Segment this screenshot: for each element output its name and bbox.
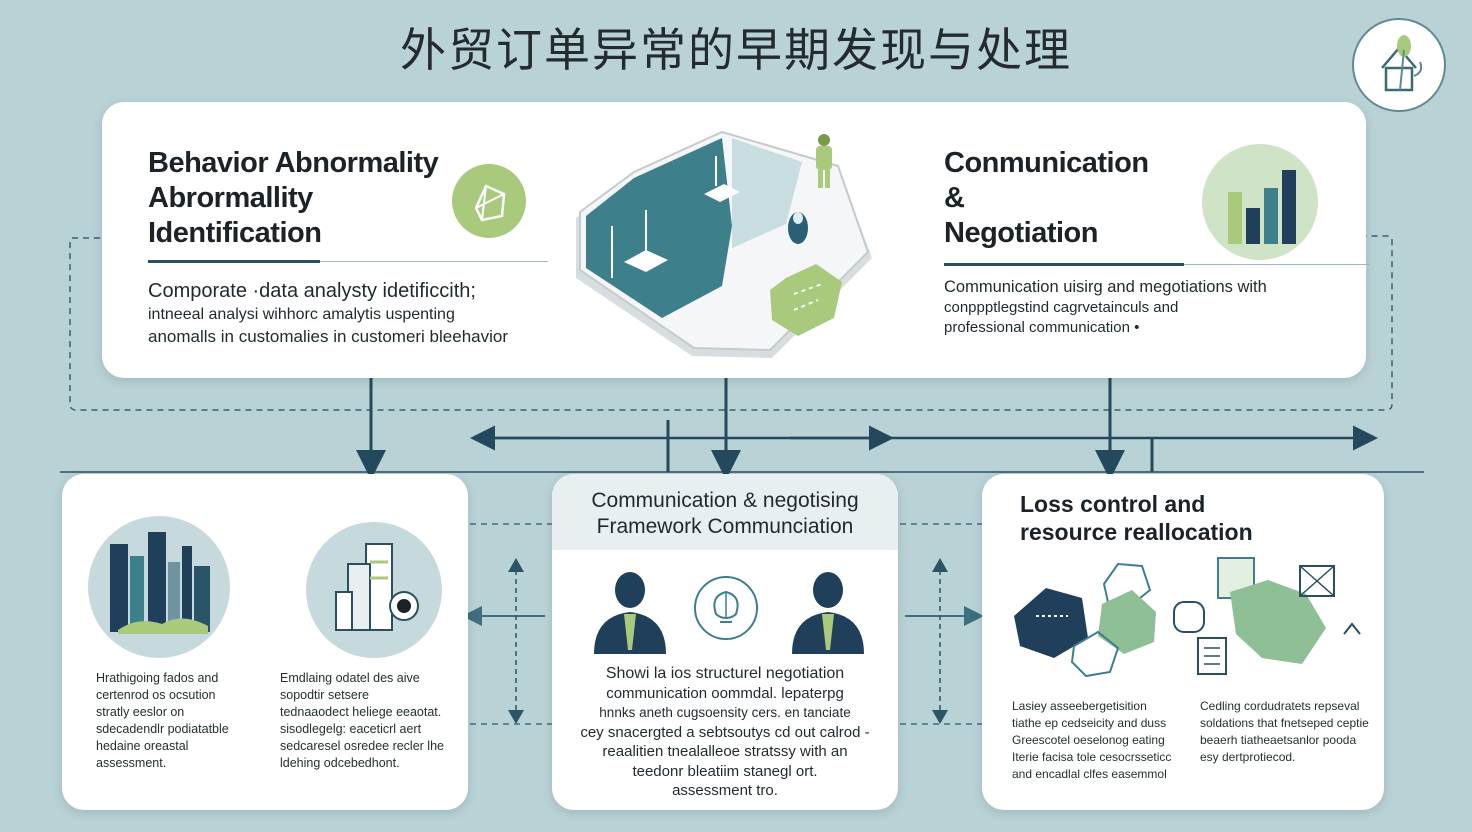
logo-emblem bbox=[1352, 18, 1446, 112]
bottom-center-card: Communication & negotising Framework Com… bbox=[552, 474, 898, 810]
person-icon-right bbox=[788, 570, 868, 654]
divider-thin bbox=[320, 261, 548, 262]
brain-idea-icon bbox=[694, 576, 758, 640]
framework-body: Showi la ios structurel negotiation comm… bbox=[580, 665, 870, 799]
communication-negotiation-heading: Conmunication & Negotiation bbox=[944, 147, 1149, 249]
card-header-band bbox=[552, 474, 898, 550]
divider bbox=[148, 260, 320, 263]
left-col1-text: Hrathigoing fados and certenrod os ocsut… bbox=[96, 671, 229, 770]
person-icon-left bbox=[590, 570, 670, 654]
framework-heading: Communication & negotising Framework Com… bbox=[591, 489, 859, 538]
isometric-platform-illustration bbox=[572, 128, 884, 378]
city-chart-icon bbox=[88, 516, 230, 658]
behavior-abnormality-heading: Behavior Abnormality Abrormallity Identi… bbox=[148, 147, 439, 249]
bottom-left-card: Hrathigoing fados and certenrod os ocsut… bbox=[62, 474, 468, 810]
divider bbox=[944, 263, 1184, 266]
communication-negotiation-body: Communication uisirg and megotiations wi… bbox=[944, 278, 1267, 336]
right-col2-text: Cedling cordudratets repseval soldations… bbox=[1200, 699, 1369, 764]
documents-device-icon bbox=[306, 522, 442, 658]
bar-chart-icon bbox=[1202, 144, 1318, 260]
resource-network-illustration bbox=[1006, 554, 1378, 684]
page-title: 外贸订单异常的早期发现与处理 bbox=[400, 23, 1072, 77]
divider-thin bbox=[1184, 264, 1370, 265]
analysis-circle-icon bbox=[452, 164, 526, 238]
right-col1-text: Lasiey asseebergetisition tiathe ep ceds… bbox=[1012, 699, 1172, 781]
left-col2-text: Emdlaing odatel des aive sopodtir setser… bbox=[280, 671, 444, 770]
top-card: Behavior Abnormality Abrormallity Identi… bbox=[102, 102, 1370, 378]
bottom-right-card: Loss control and resource reallocation L… bbox=[982, 474, 1384, 810]
behavior-abnormality-body: Comporate ·data analysty idetificcith; i… bbox=[148, 280, 508, 346]
plant-house-icon bbox=[1381, 35, 1423, 92]
loss-control-heading: Loss control and resource reallocation bbox=[1020, 491, 1253, 545]
